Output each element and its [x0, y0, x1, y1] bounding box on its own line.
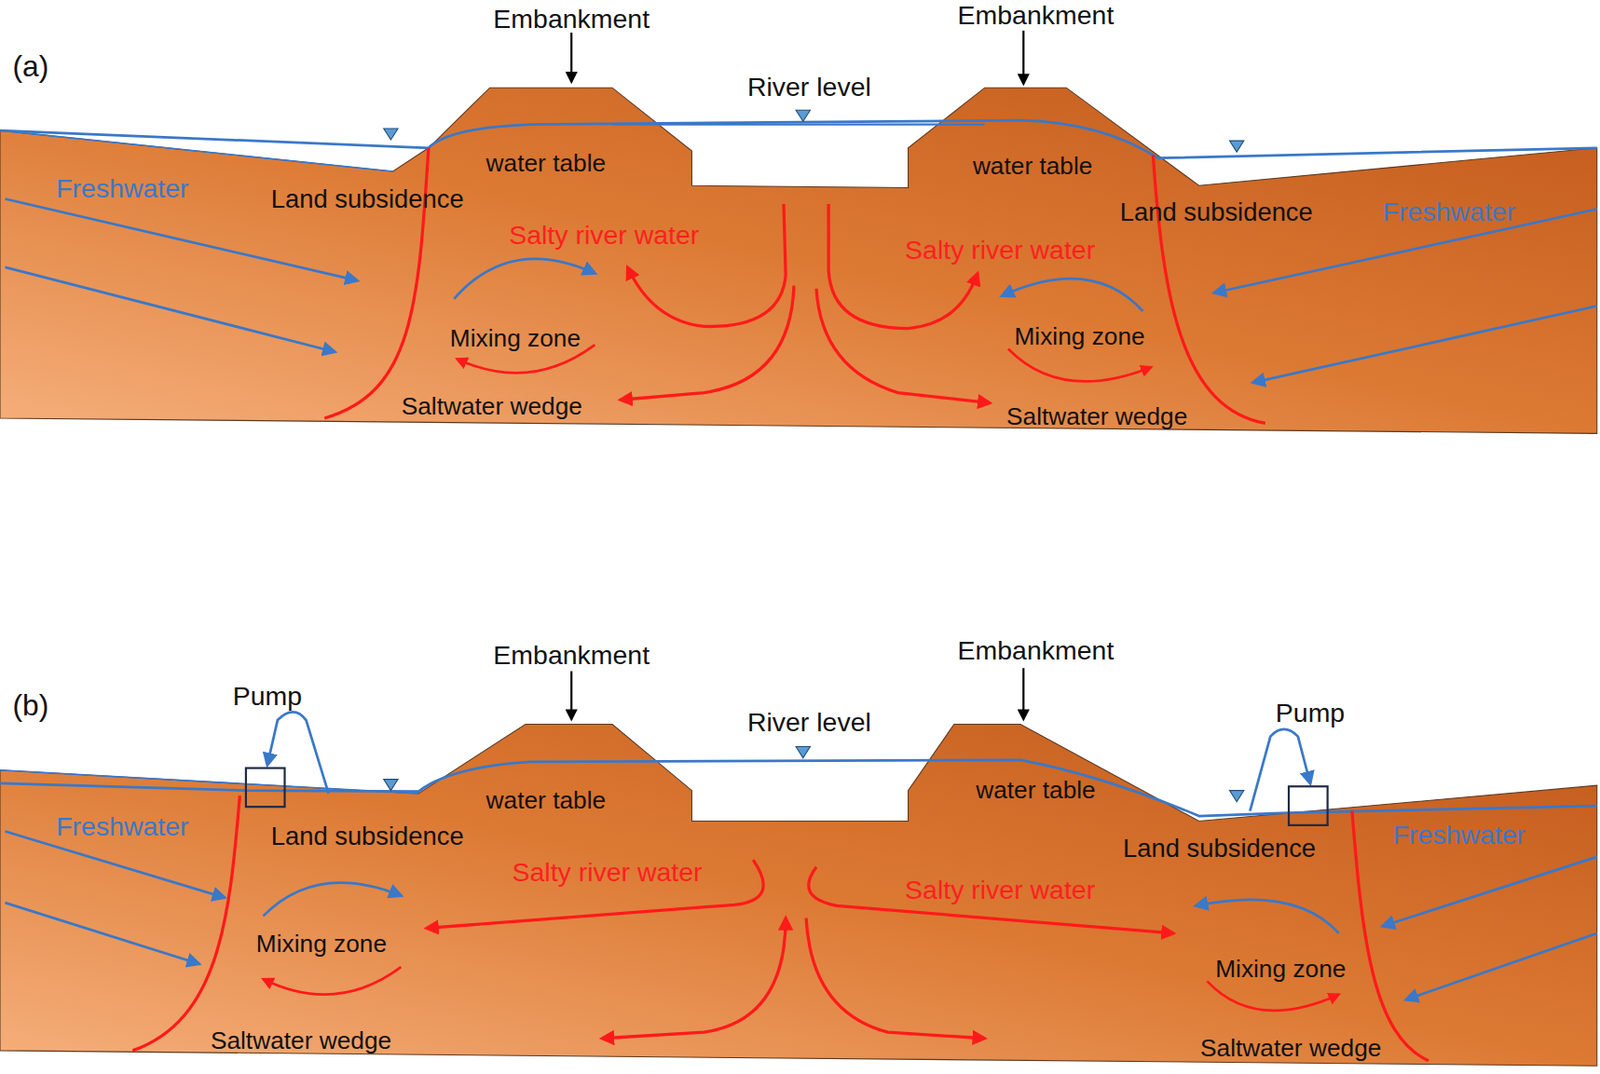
- process-label: Land subsidence: [271, 823, 465, 849]
- flow-arrow: [4, 831, 224, 898]
- pump-box: Pump: [1287, 785, 1329, 827]
- ground-surface-line: [0, 770, 419, 794]
- flow-arrow: [4, 267, 335, 353]
- zone-label: Mixing zone: [256, 931, 387, 957]
- zone-label: Mixing zone: [1215, 957, 1346, 982]
- soil-section: [0, 724, 1598, 1067]
- structure-label: Embankment: [492, 642, 650, 669]
- flow-arrow: [1253, 306, 1598, 383]
- ground-surface-line: [0, 130, 394, 172]
- flow-arrow: [620, 286, 794, 401]
- flow-arrow: [453, 259, 595, 300]
- structure-label: Embankment: [957, 1, 1115, 28]
- zone-label: Salty river water: [511, 859, 702, 886]
- flow-arrow: [1406, 933, 1598, 1000]
- pump-flow-arrow: [267, 711, 329, 794]
- flow-arrow: [828, 204, 978, 329]
- water-level-symbol: [795, 747, 810, 759]
- zone-label: Freshwater: [1382, 197, 1516, 224]
- zone-label: Freshwater: [55, 175, 189, 202]
- water-level-symbol: [383, 779, 398, 792]
- flow-arrow: [1382, 857, 1598, 927]
- process-label: Land subsidence: [1122, 835, 1316, 862]
- zone-label: Salty river water: [904, 236, 1095, 263]
- pump-label: Pump: [1275, 699, 1345, 726]
- flow-arrow: [4, 902, 199, 965]
- zone-label: Freshwater: [55, 813, 189, 840]
- pointer-arrow: [1022, 30, 1025, 84]
- water-level-label: water table: [486, 150, 607, 176]
- zone-label: Salty river water: [904, 876, 1095, 903]
- pointer-arrow: [570, 671, 573, 720]
- panel-letter: (a): [12, 51, 49, 82]
- pointer-arrow: [570, 32, 573, 83]
- pump-label: Pump: [232, 683, 302, 710]
- pointer-arrow: [1022, 668, 1025, 720]
- flow-arrow: [263, 967, 402, 995]
- water-level-label: water table: [975, 779, 1096, 804]
- water-level-label: River level: [747, 709, 872, 736]
- structure-label: Embankment: [492, 4, 650, 31]
- zone-label: Saltwater wedge: [210, 1028, 392, 1053]
- zone-label: Mixing zone: [450, 326, 581, 351]
- water-table-line: [0, 120, 1598, 159]
- flow-arrow: [1008, 349, 1151, 383]
- water-level-symbol: [1230, 791, 1245, 803]
- flow-arrow: [1195, 900, 1339, 934]
- flow-arrow: [601, 918, 786, 1040]
- interface-line: [1352, 811, 1429, 1062]
- flow-arrow: [1206, 981, 1339, 1011]
- soil-section: [0, 87, 1598, 434]
- flow-arrow: [1001, 278, 1143, 312]
- flow-arrow: [806, 918, 985, 1040]
- pump-flow-arrow: [1249, 729, 1311, 812]
- flow-arrow: [263, 883, 402, 917]
- structure-label: Embankment: [957, 637, 1115, 664]
- water-level-symbol: [795, 109, 810, 122]
- panel-letter: (b): [12, 691, 49, 722]
- water-level-label: River level: [747, 73, 872, 100]
- pump-box: Pump: [245, 766, 287, 808]
- water-level-symbol: [1230, 140, 1245, 152]
- process-label: Land subsidence: [271, 186, 465, 212]
- interface-line: [1152, 154, 1265, 424]
- water-level-label: water table: [486, 788, 607, 813]
- zone-label: Freshwater: [1393, 820, 1526, 848]
- zone-label: Saltwater wedge: [401, 394, 583, 419]
- river-level-line: [612, 123, 985, 125]
- flow-arrow: [816, 288, 990, 404]
- water-level-label: water table: [972, 153, 1094, 178]
- flow-arrow: [808, 867, 1175, 934]
- water-level-symbol: [383, 128, 398, 140]
- zone-label: Saltwater wedge: [1200, 1037, 1382, 1062]
- zone-label: Salty river water: [508, 221, 699, 248]
- zone-label: Mixing zone: [1013, 324, 1145, 349]
- zone-label: Saltwater wedge: [1006, 404, 1188, 429]
- process-label: Land subsidence: [1120, 199, 1313, 225]
